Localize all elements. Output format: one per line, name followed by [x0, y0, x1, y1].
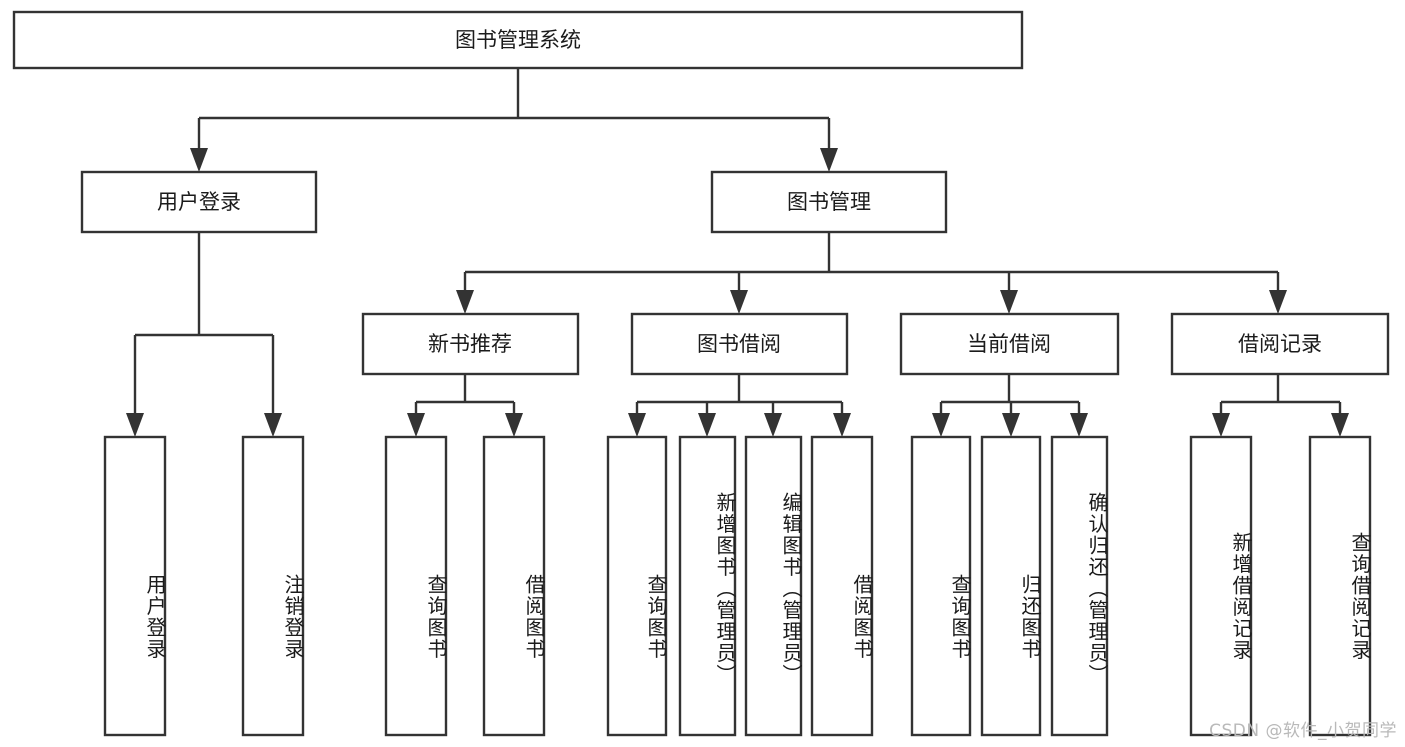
node-current-borrow-label: 当前借阅 — [967, 332, 1051, 356]
node-current-borrow-rect[interactable] — [899, 312, 1120, 376]
node-new-book-rec[interactable]: 新书推荐 — [361, 312, 580, 376]
node-new-book-rec-label: 新书推荐 — [428, 332, 512, 356]
arrow-head-user-login — [190, 148, 208, 172]
node-leaf-user-login-rect[interactable] — [103, 435, 167, 737]
arrow-head-leaf-confirm-return — [1070, 413, 1088, 437]
node-borrow-record[interactable]: 借阅记录 — [1170, 312, 1390, 376]
node-root-label: 图书管理系统 — [455, 28, 581, 52]
node-book-manage-label: 图书管理 — [787, 190, 871, 214]
arrow-head-leaf-add-record — [1212, 413, 1230, 437]
node-book-borrow[interactable]: 图书借阅 — [630, 312, 849, 376]
arrow-head-book-borrow — [730, 290, 748, 314]
arrow-head-leaf-borrow-book-2 — [833, 413, 851, 437]
arrow-head-leaf-query-record — [1331, 413, 1349, 437]
node-leaf-query-record-rect[interactable] — [1308, 435, 1372, 737]
arrow-head-new-book-rec — [456, 290, 474, 314]
arrow-head-current-borrow — [1000, 290, 1018, 314]
arrow-head-leaf-edit-book — [764, 413, 782, 437]
node-book-borrow-label: 图书借阅 — [697, 332, 781, 356]
node-current-borrow[interactable]: 当前借阅 — [899, 312, 1120, 376]
node-leaf-return-book-rect[interactable] — [980, 435, 1042, 737]
arrow-head-leaf-query-book-1 — [407, 413, 425, 437]
arrow-head-leaf-user-login — [126, 413, 144, 437]
node-book-manage-rect[interactable] — [710, 170, 948, 234]
node-leaf-confirm-return-rect[interactable] — [1050, 435, 1109, 737]
node-leaf-query-book-3-rect[interactable] — [910, 435, 972, 737]
node-root[interactable]: 图书管理系统 — [12, 10, 1024, 70]
node-leaf-add-record-rect[interactable] — [1189, 435, 1253, 737]
node-user-login[interactable]: 用户登录 — [80, 170, 318, 234]
node-root-rect[interactable] — [12, 10, 1024, 70]
node-book-borrow-rect[interactable] — [630, 312, 849, 376]
arrow-head-book-manage — [820, 148, 838, 172]
node-new-book-rec-rect[interactable] — [361, 312, 580, 376]
arrow-head-leaf-return-book — [1002, 413, 1020, 437]
node-leaf-edit-book-rect[interactable] — [744, 435, 803, 737]
node-leaf-borrow-book-2-rect[interactable] — [810, 435, 874, 737]
arrow-head-borrow-record — [1269, 290, 1287, 314]
csdn-watermark: CSDN @软件_小贺同学 — [1209, 721, 1397, 741]
node-leaf-add-book-rect[interactable] — [678, 435, 737, 737]
node-user-login-rect[interactable] — [80, 170, 318, 234]
node-book-manage[interactable]: 图书管理 — [710, 170, 948, 234]
node-layer: 图书管理系统 用户登录 图书管理 新书推荐 图书借阅 当前 — [12, 10, 1390, 737]
node-leaf-query-book-2-rect[interactable] — [606, 435, 668, 737]
node-borrow-record-rect[interactable] — [1170, 312, 1390, 376]
connector-layer — [126, 68, 1349, 437]
node-user-login-label: 用户登录 — [157, 190, 241, 214]
arrow-head-leaf-borrow-book-1 — [505, 413, 523, 437]
arrow-head-leaf-query-book-2 — [628, 413, 646, 437]
arrow-head-leaf-user-logout — [264, 413, 282, 437]
arrow-head-leaf-add-book — [698, 413, 716, 437]
node-leaf-borrow-book-1-rect[interactable] — [482, 435, 546, 737]
node-leaf-user-logout-rect[interactable] — [241, 435, 305, 737]
arrow-head-leaf-query-book-3 — [932, 413, 950, 437]
node-leaf-query-book-1-rect[interactable] — [384, 435, 448, 737]
node-borrow-record-label: 借阅记录 — [1238, 332, 1322, 356]
